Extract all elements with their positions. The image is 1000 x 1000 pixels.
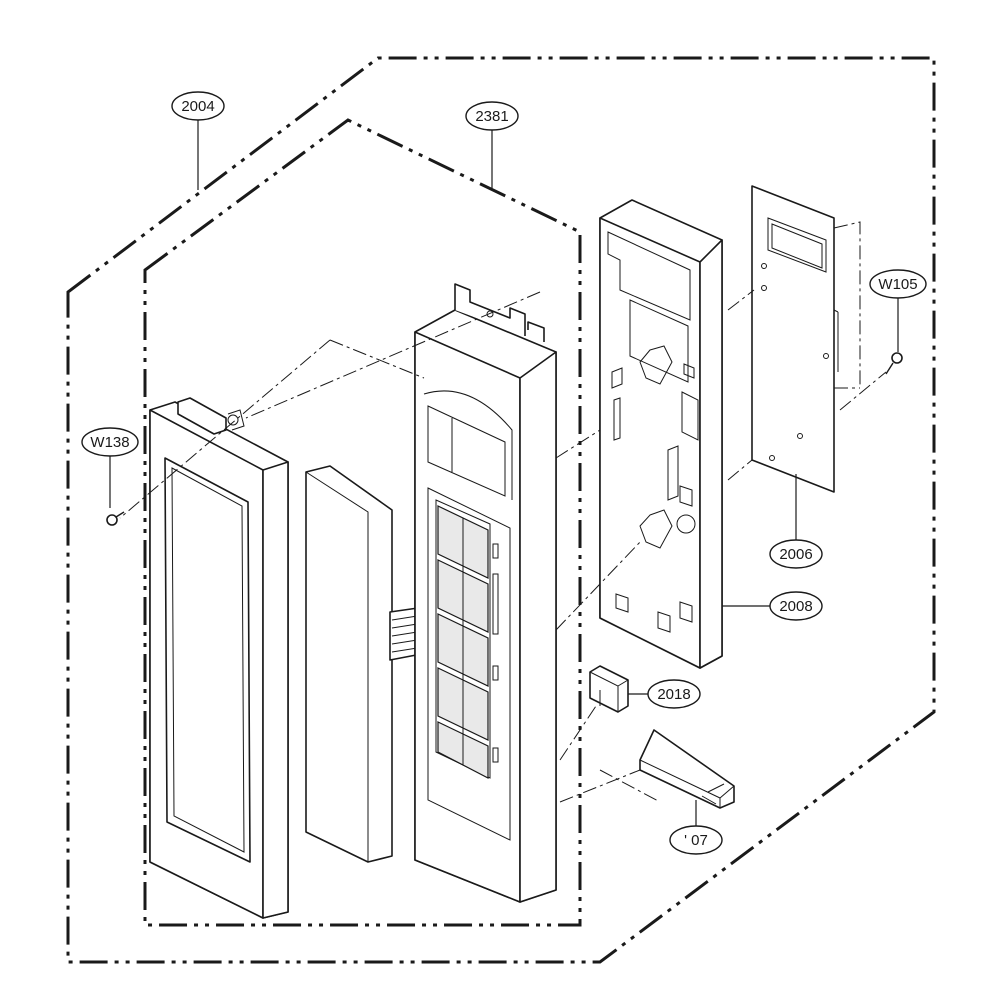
callout-2381: 2381	[465, 101, 519, 131]
assembly-boundary-2381	[143, 118, 582, 927]
switch-2018	[589, 665, 629, 713]
screw-w138	[106, 511, 125, 526]
callout-2008: 2008	[769, 591, 823, 621]
pcb-2006	[751, 185, 839, 493]
latch-part-07	[639, 729, 735, 809]
callout-leaders	[109, 120, 899, 826]
callout-label-07: ' 07	[684, 832, 708, 849]
callout-label-2004: 2004	[181, 98, 214, 115]
callout-w105: W105	[869, 269, 927, 299]
callout-07: ' 07	[669, 825, 723, 855]
callout-label-w105: W105	[878, 276, 917, 293]
keypad-buttons	[437, 505, 489, 779]
screw-w105	[885, 352, 903, 375]
callout-label-w138: W138	[90, 434, 129, 451]
callout-label-2381: 2381	[475, 108, 508, 125]
alignment-lines	[119, 221, 887, 803]
callout-2004: 2004	[171, 91, 225, 121]
assembly-boundary-2004	[66, 56, 936, 964]
window-panel	[305, 465, 433, 863]
callout-w138: W138	[81, 427, 139, 457]
callout-2018: 2018	[647, 679, 701, 709]
callout-label-2018: 2018	[657, 686, 690, 703]
callout-2006: 2006	[769, 539, 823, 569]
control-frame-2008	[599, 199, 723, 669]
control-panel-front	[414, 283, 557, 903]
door-frame	[149, 397, 289, 919]
callout-label-2008: 2008	[779, 598, 812, 615]
callout-label-2006: 2006	[779, 546, 812, 563]
